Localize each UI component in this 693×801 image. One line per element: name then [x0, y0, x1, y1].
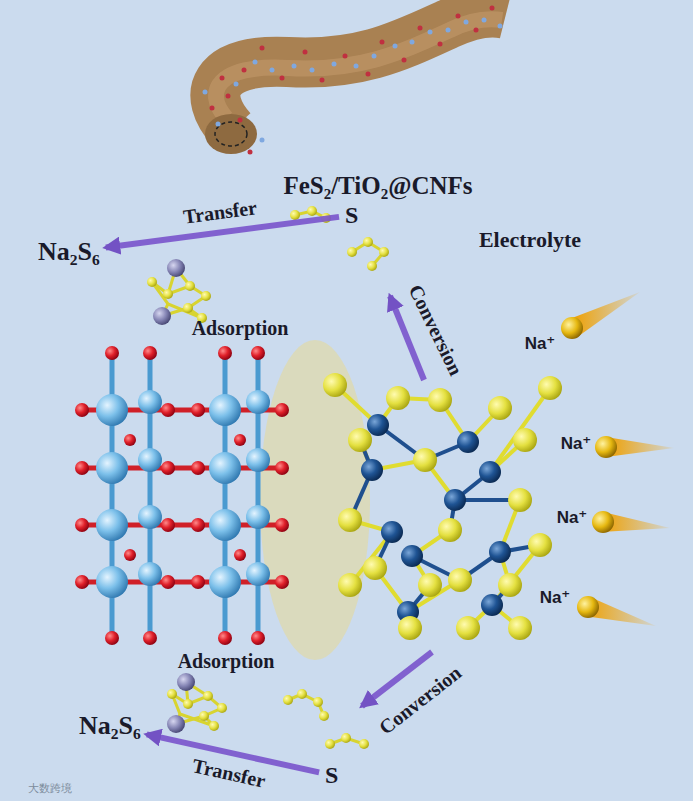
species-text: Na₂S₆: [79, 711, 141, 740]
species-label: S: [342, 200, 361, 230]
species-label: Na₂S₆: [35, 236, 103, 269]
process-label: Adsorption: [192, 317, 289, 339]
species-label: S: [322, 760, 341, 790]
process-label: Conversion: [405, 281, 468, 379]
diagram-title: FeS₂/TiO₂@CNFs: [283, 172, 472, 200]
process-label: Conversion: [375, 661, 466, 739]
species-label: Na₂S₆: [76, 710, 144, 743]
watermark: 大数跨境: [28, 782, 72, 794]
species-text: Na₂S₆: [38, 237, 100, 266]
edge-label: Transfer: [182, 197, 258, 228]
ion-label: Na⁺: [525, 335, 556, 354]
ion-label: Na⁺: [561, 435, 592, 454]
species-text: S: [325, 762, 338, 788]
species-text: S: [345, 202, 358, 228]
ion-label: Na⁺: [557, 509, 588, 528]
ion-label: Na⁺: [540, 589, 571, 608]
region-label: Electrolyte: [479, 228, 581, 252]
process-label: Adsorption: [178, 650, 275, 672]
